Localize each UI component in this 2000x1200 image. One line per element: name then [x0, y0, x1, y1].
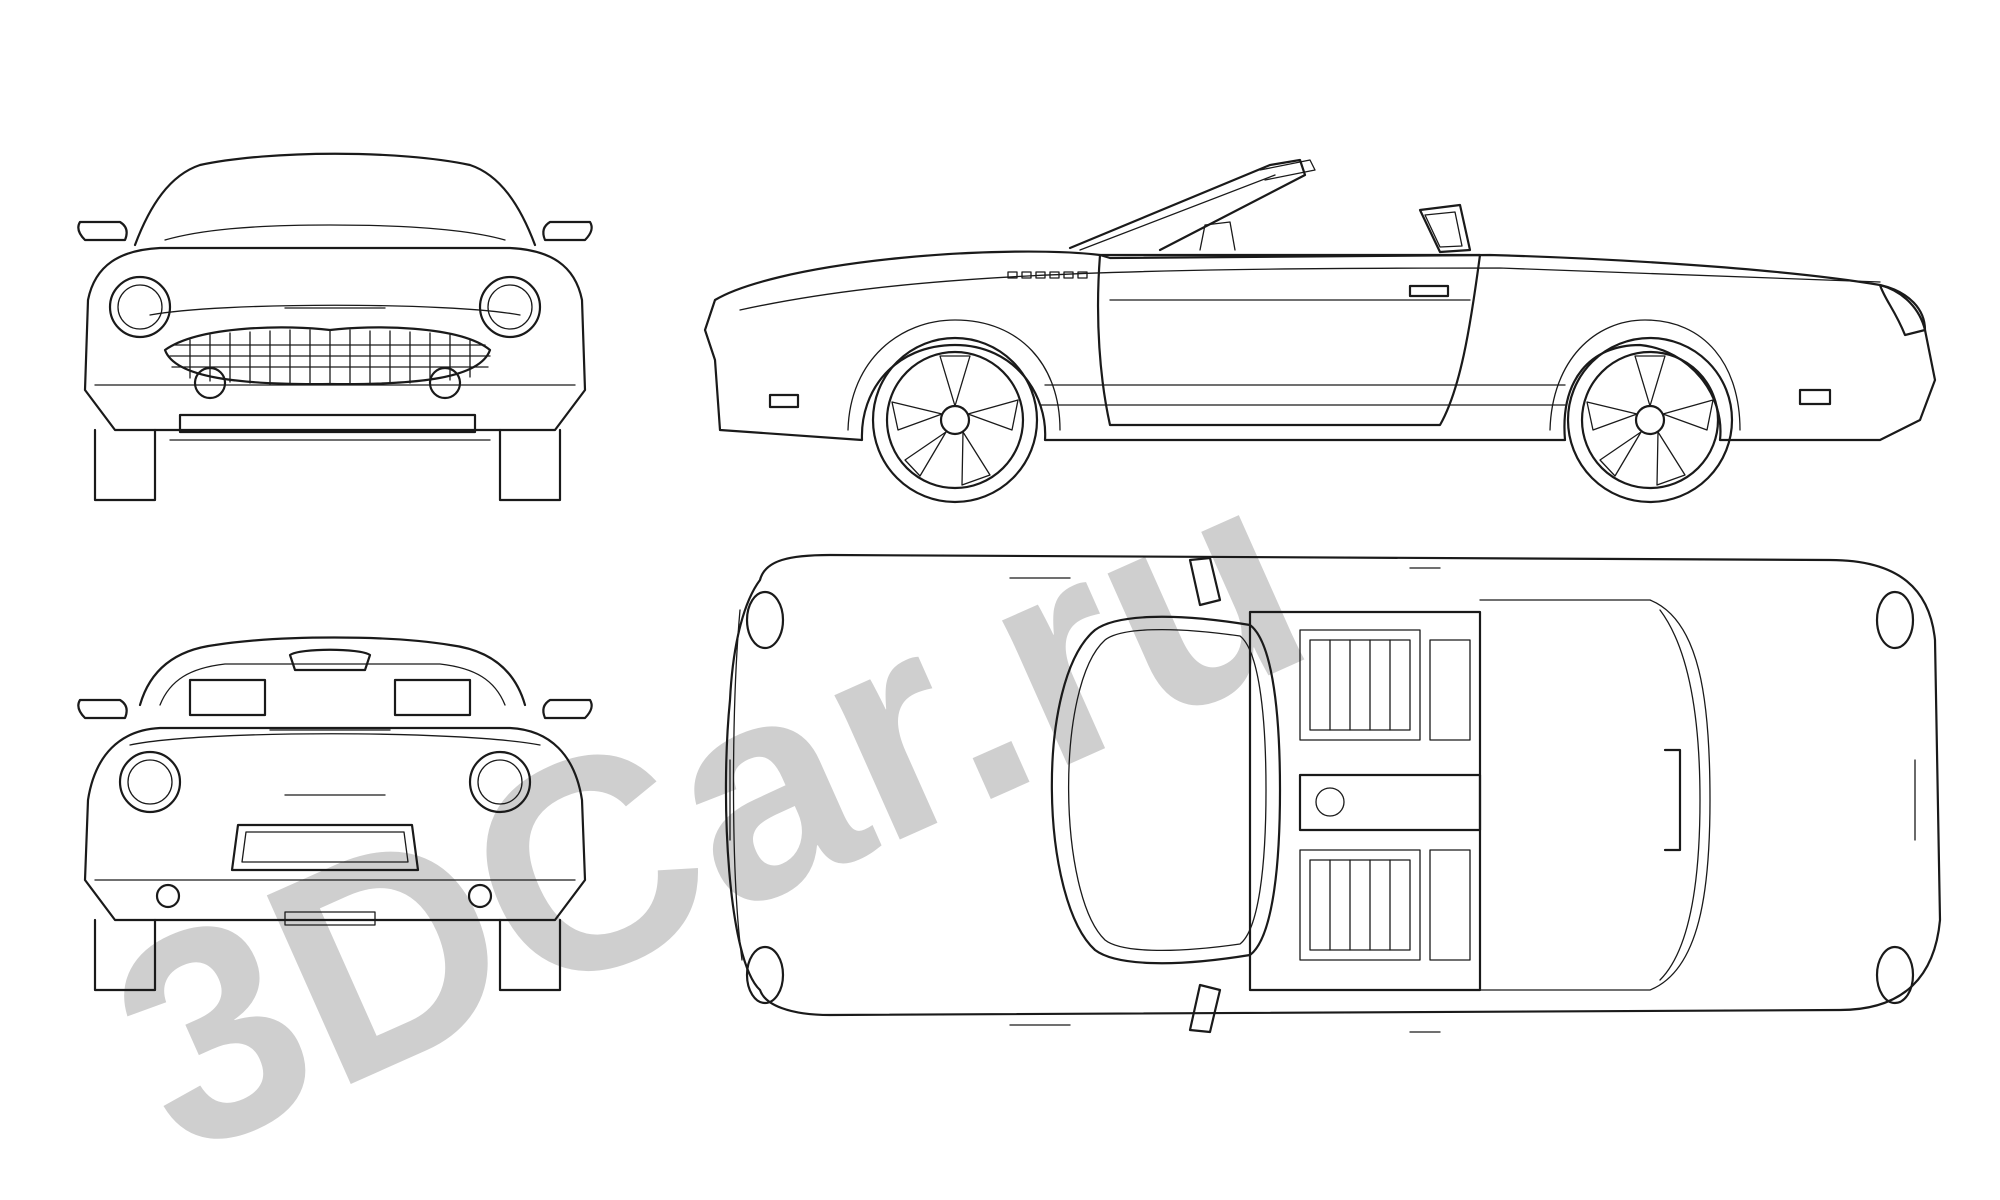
- car-side-view: [703, 158, 1937, 504]
- watermark-logo: 3DCar.ru: [69, 403, 1348, 1200]
- car-top-view: [724, 553, 1942, 1034]
- car-front-view: [77, 152, 593, 502]
- watermark-text: 3DCar.ru: [69, 403, 1348, 1200]
- car-rear-view: [77, 636, 593, 992]
